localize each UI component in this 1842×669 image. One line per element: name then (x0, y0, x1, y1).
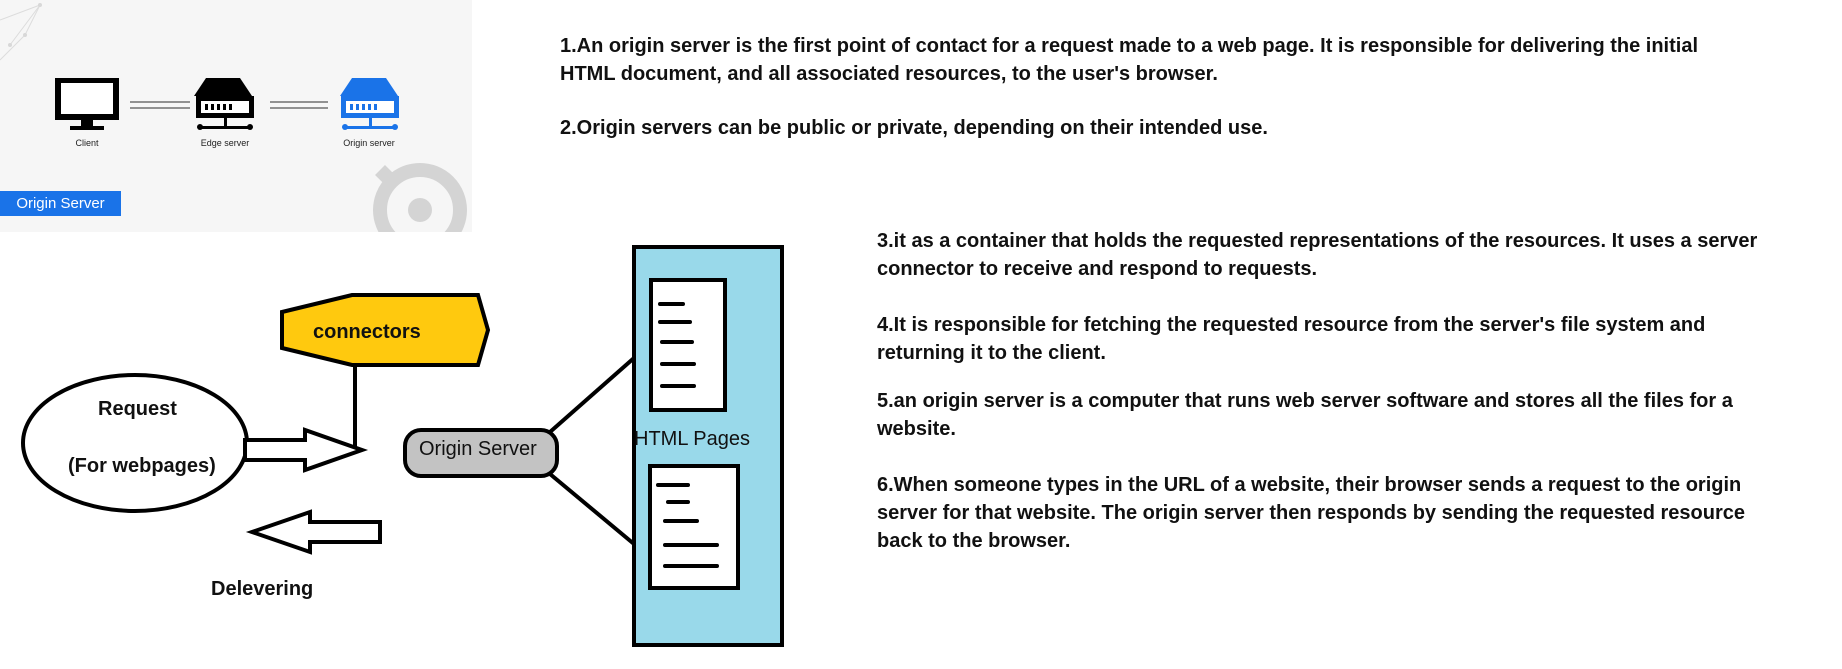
paragraph-3: 3.it as a container that holds the reque… (877, 230, 1758, 280)
connectors-label: connectors (313, 321, 421, 343)
request-flow-diagram (21, 245, 784, 647)
delivering-label: Delevering (211, 578, 314, 600)
origin-server-tag: Origin Server (0, 191, 121, 216)
request-sub-label: (For webpages) (68, 455, 216, 477)
origin-server-box (403, 428, 559, 478)
origin-server-icon (340, 78, 399, 130)
watermark-logo (373, 163, 467, 232)
delivering-arrow (245, 509, 382, 555)
connectors-hexagon (280, 293, 491, 367)
paragraph-5: 5.an origin server is a computer that ru… (877, 390, 1733, 440)
banner-graphic (0, 3, 467, 232)
client-caption: Client (75, 138, 99, 148)
client-monitor-icon (55, 78, 119, 130)
request-arrow (243, 427, 369, 473)
paragraph-2: 2.Origin servers can be public or privat… (560, 117, 1268, 139)
paragraph-4: 4.It is responsible for fetching the req… (877, 314, 1706, 364)
edge-server-caption: Edge server (200, 138, 250, 148)
request-label: Request (98, 398, 177, 420)
request-ellipse (21, 373, 249, 513)
origin-server-caption: Origin server (343, 138, 395, 148)
paragraph-6: 6.When someone types in the URL of a web… (877, 474, 1746, 552)
edge-server-icon (194, 78, 254, 130)
html-page-2 (648, 464, 740, 590)
origin-server-label: Origin Server (419, 438, 537, 460)
html-page-1 (649, 278, 727, 412)
html-pages-label: HTML Pages (634, 428, 750, 450)
origin-to-html-upper-line (548, 356, 636, 434)
cdn-banner: Client Edge server Origin server Origin … (0, 0, 472, 232)
origin-to-html-lower-line (548, 472, 636, 546)
paragraph-1: 1.An origin server is the first point of… (560, 35, 1698, 85)
